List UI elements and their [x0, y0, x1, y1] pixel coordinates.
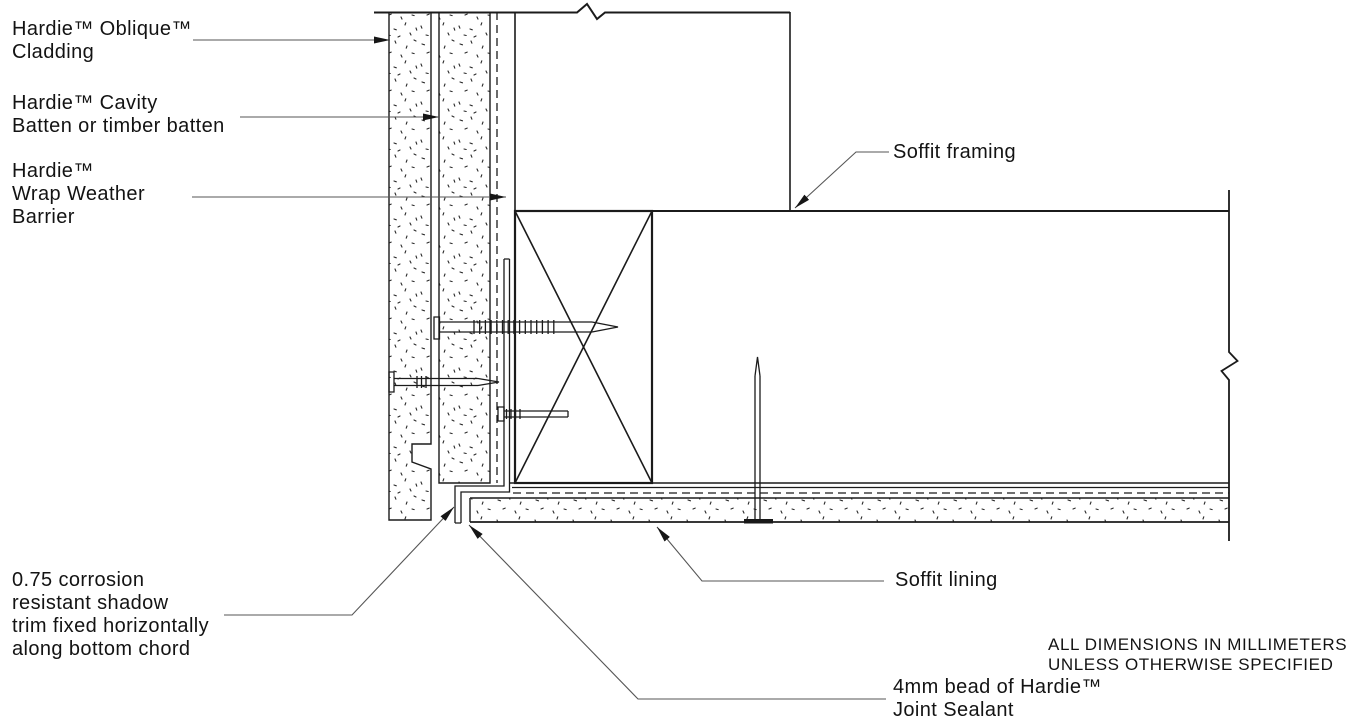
leader-lines [192, 36, 889, 700]
cladding-nail-icon [388, 371, 500, 393]
top-break-line [374, 2, 790, 21]
label-shadow-trim: 0.75 corrosion resistant shadow trim fix… [12, 569, 210, 660]
soffit-assembly [469, 482, 1229, 523]
soffit-framing [513, 190, 1239, 541]
right-break-line [1220, 190, 1239, 541]
trim-screw-icon [497, 406, 569, 422]
framing-x-brace [514, 210, 653, 484]
soffit-lining-panel [469, 497, 1229, 523]
label-joint-sealant: 4mm bead of Hardie™ Joint Sealant [893, 676, 1102, 721]
label-cladding: Hardie™ Oblique™ Cladding [12, 18, 192, 63]
label-weather-barrier: Hardie™ Wrap Weather Barrier [12, 160, 146, 228]
cladding-notch [412, 444, 431, 469]
label-cavity-batten: Hardie™ Cavity Batten or timber batten [12, 92, 225, 137]
wall-section [374, 2, 791, 521]
ribbed-nail-icon [433, 316, 619, 340]
soffit-framing-member [513, 209, 654, 485]
cavity-batten [438, 12, 491, 484]
label-soffit-framing: Soffit framing [893, 141, 1017, 163]
leader-soffit-lining [656, 526, 884, 582]
dimensions-note: ALL DIMENSIONS IN MILLIMETERS UNLESS OTH… [1048, 635, 1348, 674]
label-soffit-lining: Soffit lining [895, 569, 998, 591]
fasteners [388, 316, 773, 524]
leader-soffit-framing [794, 151, 889, 209]
shadow-trim-profile [454, 258, 511, 524]
lining-nail-icon [744, 356, 773, 524]
leader-joint-sealant [468, 524, 886, 700]
cladding-panel [388, 12, 432, 521]
leader-shadow-trim [224, 506, 455, 616]
